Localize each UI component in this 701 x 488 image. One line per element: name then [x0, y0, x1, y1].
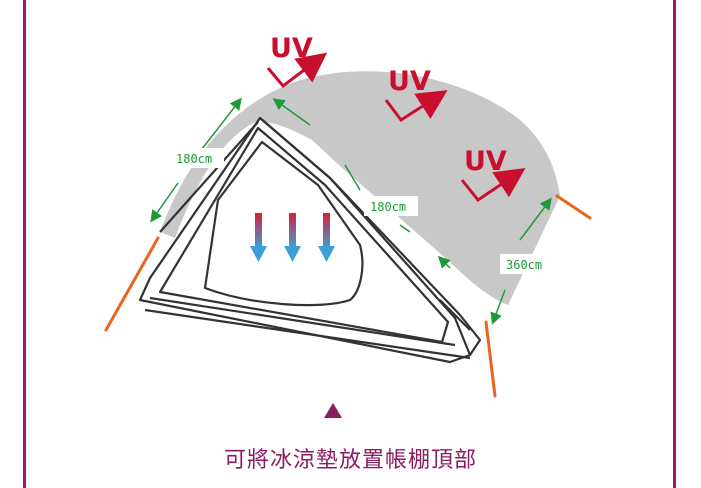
dim-label-side: 180cm: [170, 148, 224, 168]
svg-text:UV: UV: [388, 66, 431, 97]
uv-symbol-3: UV: [460, 146, 526, 203]
dim-label-ridge: 180cm: [364, 196, 418, 216]
tent-stakes: [104, 194, 592, 398]
frame-left-border: [23, 0, 26, 488]
svg-text:UV: UV: [464, 146, 507, 177]
svg-text:360cm: 360cm: [506, 258, 542, 272]
heat-arrow-1: [250, 213, 267, 262]
svg-text:180cm: 180cm: [176, 152, 212, 166]
tent-body: [138, 116, 482, 364]
uv-symbol-1: UV: [266, 33, 328, 89]
heat-arrow-3: [318, 213, 335, 262]
heat-arrows: [250, 213, 335, 262]
caption-text: 可將冰涼墊放置帳棚頂部: [223, 448, 477, 473]
cooling-cover: [160, 71, 560, 305]
heat-arrow-2: [284, 213, 301, 262]
dim-label-cover: 360cm: [500, 254, 554, 274]
pointer-triangle-icon: [324, 403, 342, 418]
uv-symbol-2: UV: [384, 66, 448, 123]
frame-right-border: [673, 0, 676, 488]
svg-text:180cm: 180cm: [370, 200, 406, 214]
svg-text:UV: UV: [270, 33, 313, 64]
